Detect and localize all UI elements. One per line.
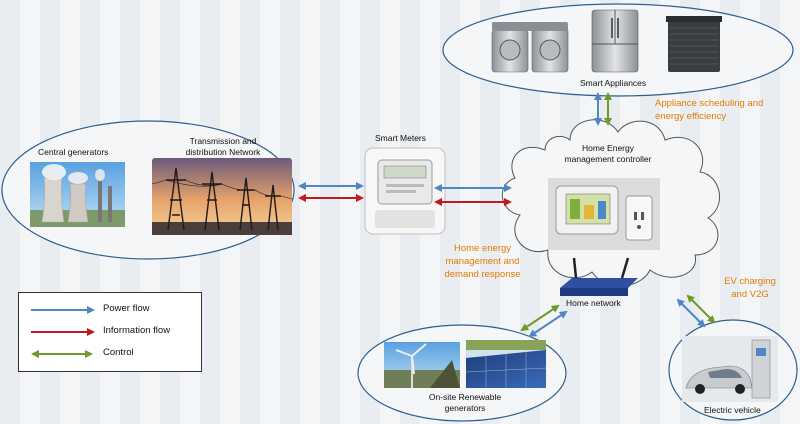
smart-appliances-label: Smart Appliances: [580, 78, 647, 88]
hem-controller-image: [548, 178, 660, 250]
control-arrow-renewables: [520, 304, 560, 332]
hvac-unit-image: [666, 16, 722, 72]
power-flow-arrow-renewables: [528, 310, 568, 338]
information-flow-legend-arrow: [31, 328, 95, 336]
wind-turbine-image: [384, 342, 460, 388]
central-generators-image: [30, 162, 125, 227]
transmission-image: [151, 158, 293, 235]
smart-meters-label: Smart Meters: [375, 133, 427, 143]
control-arrow-ev: [686, 294, 716, 324]
appliance-scheduling-annotation: Appliance scheduling and energy efficien…: [655, 98, 764, 122]
power-flow-arrow-ev: [676, 298, 706, 328]
transmission-label: Transmission and distribution Network: [185, 136, 261, 157]
legend-control-label: Control: [103, 347, 134, 358]
electric-vehicle-label: Electric vehicle: [704, 405, 761, 415]
ev-charging-annotation: EV charging and V2G: [724, 276, 776, 300]
home-network-label: Home network: [566, 298, 621, 308]
solar-panel-image: [465, 340, 547, 388]
renewables-label: On-site Renewable generators: [428, 392, 502, 413]
power-flow-legend-arrow: [31, 306, 95, 314]
legend-information-flow-label: Information flow: [103, 325, 171, 336]
control-legend-arrow: [31, 350, 93, 358]
smart-meter-image: [364, 147, 446, 235]
legend-control: Control: [29, 347, 199, 361]
refrigerator-image: [591, 9, 639, 73]
router-image: [560, 257, 638, 296]
legend-power-flow: Power flow: [29, 303, 199, 317]
legend: Power flow Information flow Control: [18, 292, 202, 372]
home-energy-management-annotation: Home energy management and demand respon…: [444, 243, 521, 280]
legend-power-flow-label: Power flow: [103, 303, 150, 314]
hem-controller-label: Home Energy management controller: [564, 143, 652, 164]
washer-dryer-image: [491, 22, 569, 73]
legend-information-flow: Information flow: [29, 325, 199, 339]
central-generators-label: Central generators: [38, 147, 109, 157]
electric-vehicle-image: [682, 336, 778, 402]
